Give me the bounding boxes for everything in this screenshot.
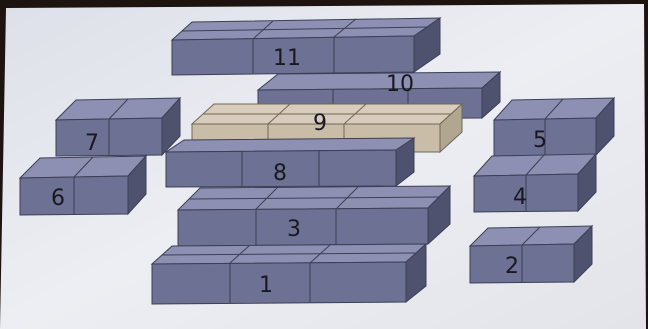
- piece-label-1: 1: [259, 273, 273, 298]
- piece-5: 5: [494, 98, 614, 156]
- piece-label-2: 2: [505, 254, 519, 279]
- piece-1: 1: [152, 244, 426, 304]
- piece-11: 11: [172, 18, 440, 75]
- piece-6: 6: [20, 156, 146, 215]
- piece-2: 2: [470, 226, 592, 283]
- piece-4: 4: [474, 154, 596, 212]
- piece-7: 7: [56, 98, 180, 156]
- piece-8: 8: [166, 138, 414, 187]
- piece-label-8: 8: [273, 161, 287, 186]
- piece-label-6: 6: [51, 186, 65, 211]
- piece-label-7: 7: [85, 131, 99, 156]
- piece-label-4: 4: [513, 185, 527, 210]
- piece-label-10: 10: [386, 72, 414, 97]
- piece-label-3: 3: [287, 217, 301, 242]
- piece-label-11: 11: [273, 46, 301, 71]
- piece-label-9: 9: [313, 111, 327, 136]
- piece-label-5: 5: [533, 128, 547, 153]
- piece-3: 3: [178, 186, 450, 246]
